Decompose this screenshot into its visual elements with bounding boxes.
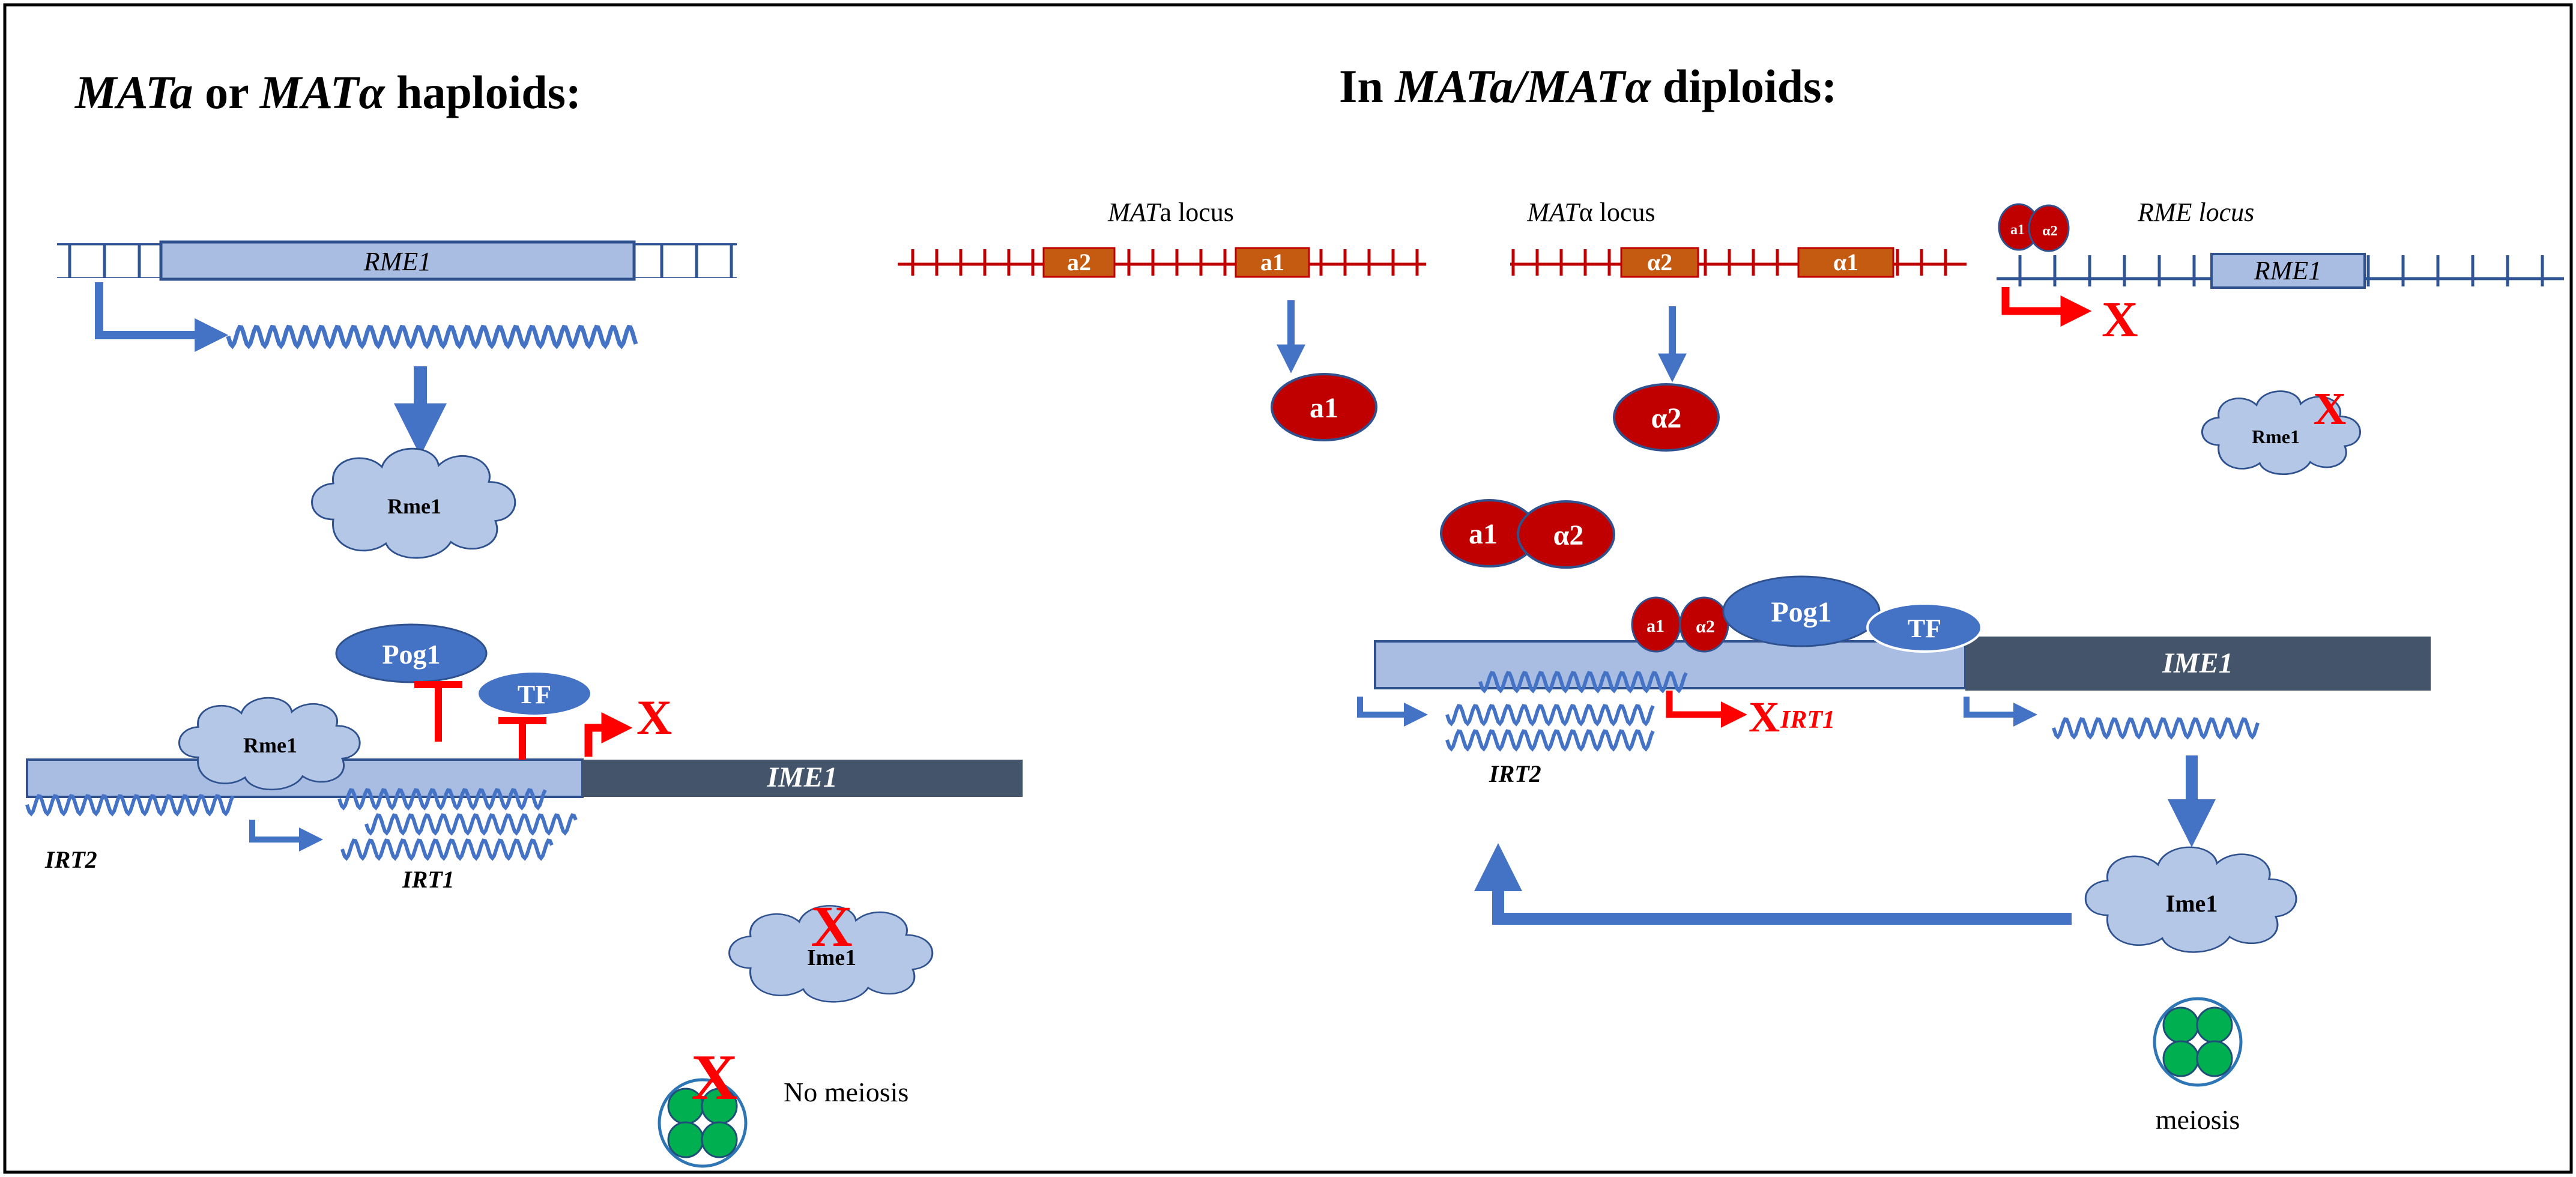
ime1-feedback-arrow (1474, 843, 2072, 925)
promoter-dimer: a1 α2 (1631, 596, 1729, 653)
irt1-blocked-x: X (1749, 693, 1780, 741)
rme1-promoter-label: Rme1 (243, 733, 297, 757)
mata-a1-label: a1 (1260, 249, 1284, 276)
irt1-transcription-arrow (249, 820, 323, 852)
no-meiosis-spore (658, 1078, 748, 1168)
tf-ellipse-left (476, 670, 593, 717)
no-meiosis-x: X (691, 1042, 738, 1113)
pog1-ellipse-left (335, 623, 488, 683)
heterodimer-a1-label: a1 (1469, 518, 1498, 550)
meiosis-spore (2153, 997, 2243, 1087)
tf-label-right: TF (1908, 614, 1941, 643)
rme1-gene-label: RME1 (363, 247, 431, 276)
mata-a2-label: a2 (1067, 249, 1091, 276)
irt1-label-right: IRT1 (1780, 706, 1835, 734)
promoter-dimer-alpha2-label: α2 (1696, 617, 1715, 637)
rme1-gene-strip: RME1 (57, 240, 737, 281)
cloud-shape (2084, 846, 2297, 953)
rme1-protein-label: Rme1 (387, 494, 441, 518)
ime1-absent-x: X (811, 894, 852, 958)
no-meiosis-label: No meiosis (784, 1077, 909, 1107)
rme1-blocked-x: X (2102, 292, 2138, 348)
heterodimer-alpha2-label: α2 (1553, 519, 1584, 551)
a1-protein (1271, 373, 1377, 441)
rme1-mrna-wave (226, 324, 638, 349)
left-panel-title: MATa or MATα haploids: (74, 66, 581, 118)
irt2-label-left: IRT2 (44, 846, 97, 873)
tf-label-left: TF (518, 680, 551, 709)
cloud-shape (311, 447, 516, 559)
mata-a1-segment (1235, 247, 1310, 278)
irt2-label-right: IRT2 (1489, 760, 1541, 787)
pog1-ellipse-right (1722, 575, 1881, 647)
irt1-wave-3 (340, 838, 554, 861)
rme1-absent-x: X (2314, 384, 2347, 434)
mata-locus-strip: a2 a1 (898, 247, 1426, 278)
pog1-inhibition (414, 681, 462, 742)
irt1-blocked-arrow (1666, 691, 1747, 728)
rme1-cloud: Rme1 (311, 447, 516, 559)
matalpha-alpha2-label: α2 (1647, 249, 1672, 276)
ime1-gene-label-left: IME1 (766, 761, 837, 793)
matalpha-locus-strip: α2 α1 (1510, 247, 1967, 278)
rme1-gene-label-right: RME1 (2254, 256, 2321, 285)
matalpha-locus-label: MATα locus (1526, 198, 1655, 227)
ime1-gene-label-right: IME1 (2162, 647, 2233, 679)
rme1-blocked-arrow (2001, 287, 2092, 327)
mata-a2-segment (1042, 247, 1116, 278)
rme1-transcription-arrow (95, 282, 229, 352)
matalpha-alpha1-label: α1 (1833, 249, 1858, 276)
rme1-protein-label-right: Rme1 (2252, 426, 2300, 447)
irt1-wave-1 (337, 788, 547, 811)
pog1-label-left: Pog1 (382, 639, 440, 670)
irt2-wave-right-3 (1445, 729, 1655, 752)
rme-locus-strip: RME1 (1997, 253, 2564, 289)
meiosis-label: meiosis (2156, 1104, 2240, 1135)
ime1-cloud-left: Ime1 (728, 905, 934, 1003)
promoter-dimer-a1-label: a1 (1646, 616, 1664, 636)
ime1-blocked-arrow-left (584, 712, 633, 757)
ime1-gene-box-right (1965, 637, 2431, 691)
rme1-gene-box-right (2210, 253, 2366, 289)
alpha2-protein-label: α2 (1651, 402, 1682, 434)
irt2-wave-right-1 (1478, 671, 1688, 694)
a1-protein-label: a1 (1310, 392, 1338, 424)
pog1-label-right: Pog1 (1771, 596, 1831, 628)
irt1-label-left: IRT1 (402, 866, 455, 893)
rme-dimer-a1-label: a1 (2010, 222, 2025, 238)
cloud-shape (178, 697, 361, 791)
cloud-shape (2201, 390, 2361, 475)
tf-ellipse-right (1866, 602, 1983, 653)
ime1-promoter-box-right (1374, 640, 1967, 689)
tf-inhibition (498, 717, 546, 760)
rme1-cloud-right: Rme1 (2201, 390, 2361, 475)
irt2-wave-right-2 (1445, 704, 1655, 727)
rme-locus-label: RME locus (2137, 198, 2254, 227)
heterodimer-alpha2 (1517, 500, 1615, 569)
ime1-transcription-arrow-right (1964, 697, 2037, 727)
outer-frame (3, 3, 2573, 1174)
irt2-wave-left (25, 794, 235, 817)
cloud-shape (728, 905, 934, 1003)
ime1-cloud-right: Ime1 (2084, 846, 2297, 953)
rme1-cloud-on-promoter: Rme1 (178, 697, 361, 791)
irt2-transcription-arrow-right (1357, 697, 1428, 727)
irt1-wave-2 (364, 813, 578, 836)
right-panel-title: In MATa/MATα diploids: (1339, 60, 1837, 112)
mata-locus-label: MATa locus (1107, 198, 1234, 227)
matalpha-alpha2-segment (1620, 247, 1699, 278)
rme1-gene-box (159, 240, 636, 281)
ime1-blocked-x-left: X (636, 690, 672, 745)
ime1-protein-label-right: Ime1 (2166, 890, 2218, 917)
matalpha-alpha1-segment (1797, 247, 1894, 278)
rme-locus-dimer: a1 α2 (1998, 203, 2070, 252)
rme-dimer-alpha2-label: α2 (2042, 223, 2057, 239)
alpha2-protein (1613, 383, 1720, 452)
ime1-protein-label-left: Ime1 (807, 945, 856, 970)
ime1-gene-box-left (582, 760, 1023, 797)
ime1-mrna-wave (2052, 717, 2260, 740)
